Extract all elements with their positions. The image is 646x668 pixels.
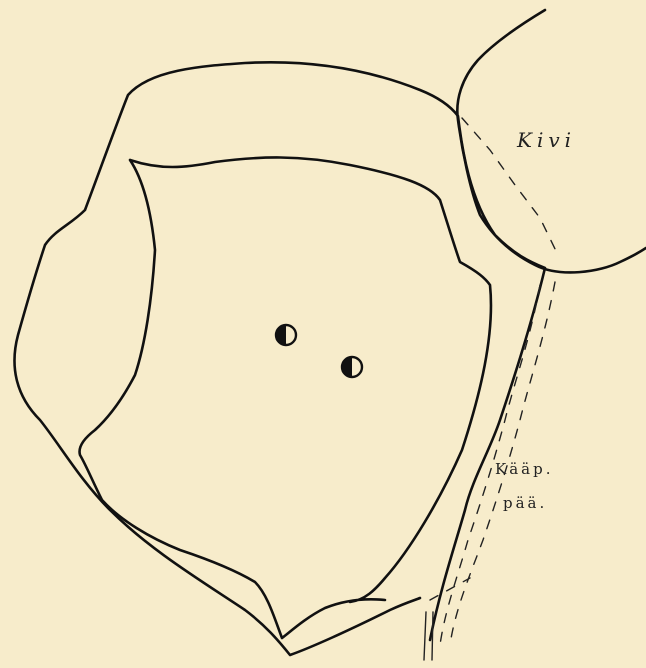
kaappaa-label-line2: pää.: [503, 494, 547, 512]
bottom-tail-left: [424, 612, 426, 660]
outer-boundary: [14, 62, 545, 655]
lower-dashed-extension: [430, 578, 470, 600]
hole-marker-1: [276, 325, 296, 345]
bottom-tail-right: [432, 612, 433, 660]
stone-label: Kivi: [517, 128, 576, 152]
kaappaa-label-line1: Kääp.: [495, 460, 553, 478]
inner-boundary: [80, 157, 491, 638]
hole-marker-2: [342, 357, 362, 377]
